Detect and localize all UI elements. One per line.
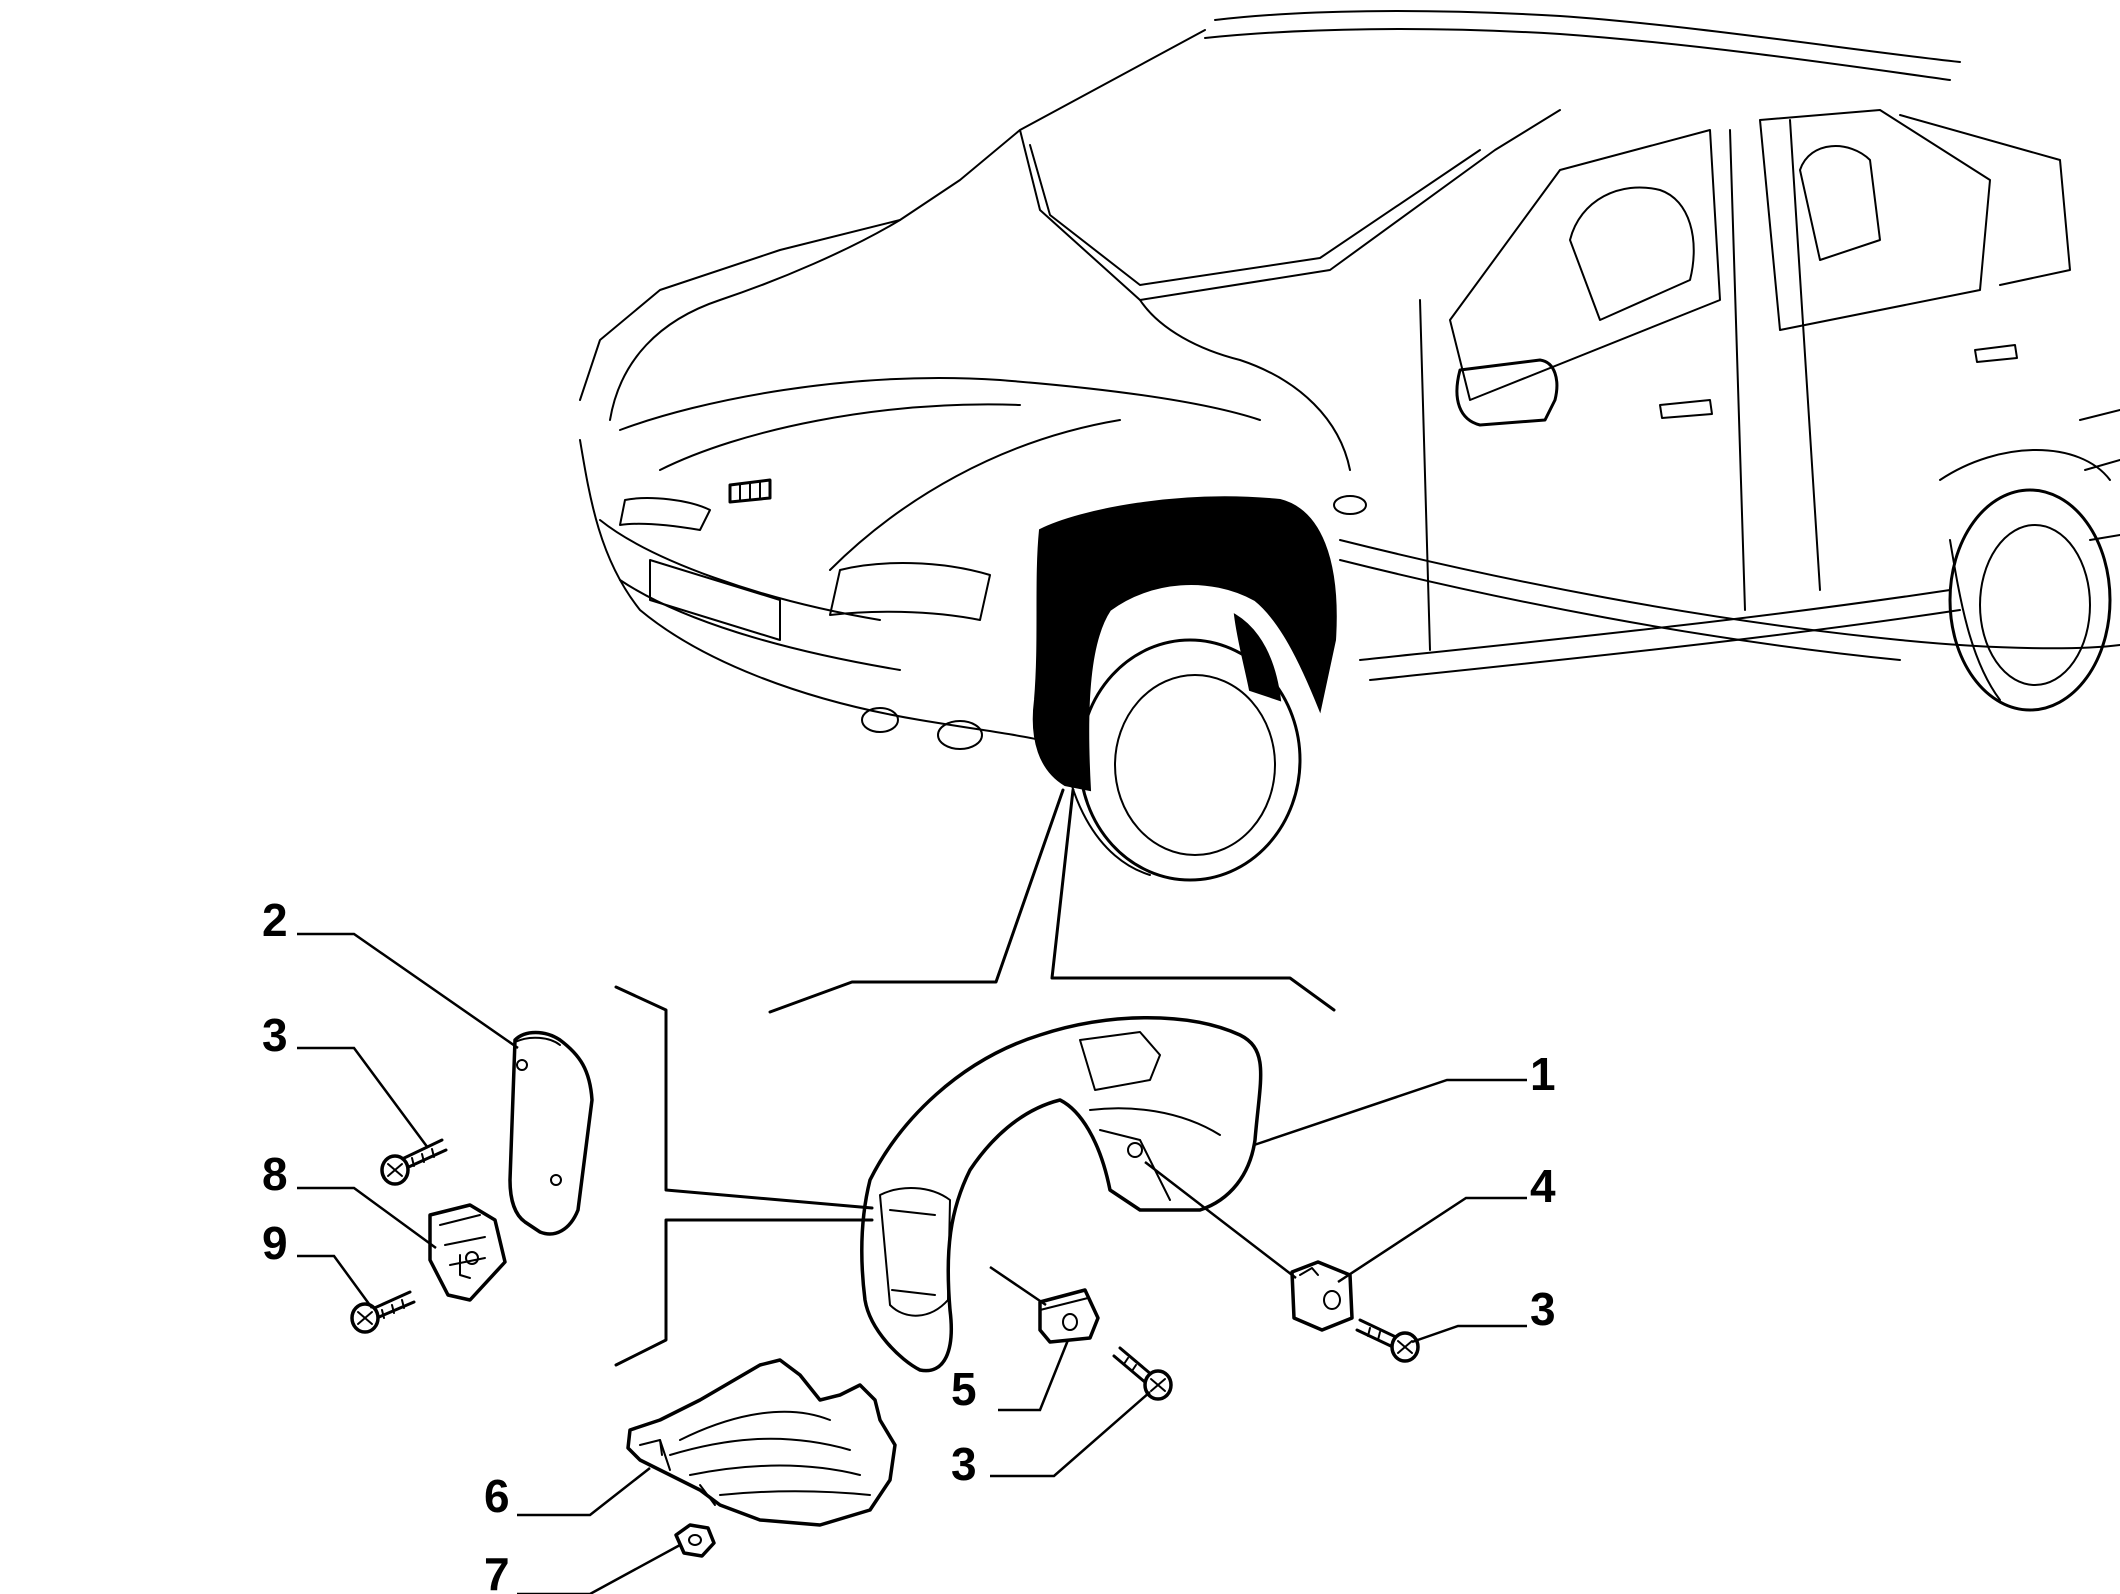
part-2-mudguard-plate bbox=[508, 1030, 594, 1236]
callout-2: 2 bbox=[262, 894, 288, 946]
callout-labels: 2 3 8 9 1 4 3 5 3 6 7 bbox=[262, 894, 1556, 1594]
callout-6: 6 bbox=[484, 1470, 510, 1522]
callout-9: 9 bbox=[262, 1217, 288, 1269]
callout-3-right: 3 bbox=[1530, 1283, 1556, 1335]
callout-5: 5 bbox=[951, 1363, 977, 1415]
part-9-screw bbox=[350, 1290, 416, 1334]
part-3-screw-right bbox=[1355, 1318, 1420, 1363]
part-3-screw-center bbox=[1112, 1346, 1173, 1401]
callout-3-left: 3 bbox=[262, 1009, 288, 1061]
callout-8: 8 bbox=[262, 1148, 288, 1200]
part-3-screw-left bbox=[380, 1138, 448, 1186]
part-6-splash-shield bbox=[626, 1358, 897, 1527]
part-1-wheel-arch-liner bbox=[859, 1016, 1263, 1373]
callout-1: 1 bbox=[1530, 1048, 1556, 1100]
part-7-nut bbox=[674, 1523, 716, 1558]
callout-4: 4 bbox=[1530, 1160, 1556, 1212]
part-5-speed-nut bbox=[1038, 1288, 1100, 1344]
callout-3-center: 3 bbox=[951, 1438, 977, 1490]
part-8-clip bbox=[428, 1203, 507, 1302]
part-4-clip bbox=[1290, 1260, 1354, 1332]
car-illustration bbox=[579, 10, 2120, 882]
leader-lines bbox=[297, 788, 1527, 1594]
callout-7: 7 bbox=[484, 1548, 510, 1594]
